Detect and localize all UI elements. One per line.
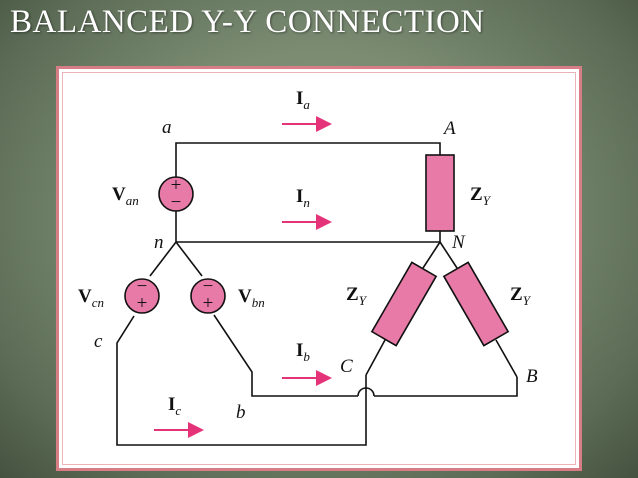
diagram-frame (56, 66, 582, 471)
source-label-vcn: Vcn (78, 286, 104, 310)
van-minus-sign: − (171, 192, 182, 213)
source-vcn: − + (124, 276, 160, 314)
impedance-phase-c (370, 261, 438, 347)
node-label-C: C (340, 356, 353, 377)
wire-line-b (213, 314, 358, 397)
current-label-ic: Ic (168, 394, 181, 418)
diagram-frame-inner (62, 72, 576, 465)
wire-zc-to-c (365, 339, 386, 376)
node-label-c: c (94, 331, 103, 352)
van-plus-sign: + (171, 175, 182, 196)
wire-n-to-zc (422, 241, 441, 269)
impedance-label-b: ZY (510, 284, 532, 308)
wire-zb-to-b (495, 339, 518, 378)
current-label-ib: Ib (296, 340, 310, 364)
node-label-a: a (162, 117, 172, 138)
node-label-b: b (236, 402, 246, 423)
source-vbn: − + (190, 276, 226, 314)
source-van: + − (158, 175, 194, 213)
current-arrows (154, 116, 332, 438)
impedance-phase-a (425, 154, 455, 232)
node-label-A: A (442, 118, 456, 139)
current-label-ia: Ia (296, 88, 310, 112)
vcn-plus-sign: + (137, 293, 148, 314)
vbn-plus-sign: + (203, 293, 214, 314)
impedance-label-c: ZY (346, 284, 368, 308)
source-label-van: Van (112, 184, 139, 208)
wires (116, 142, 518, 446)
wire-line-b-end (374, 377, 518, 397)
source-label-vbn: Vbn (238, 286, 265, 310)
vcn-minus-sign: − (137, 276, 148, 297)
wire-n-to-vcn (149, 241, 177, 277)
node-label-B: B (526, 366, 538, 387)
wire-n-to-vbn (175, 241, 203, 277)
wire-line-a (175, 142, 441, 177)
impedance-label-a: ZY (470, 184, 492, 208)
wire-line-c (116, 315, 367, 446)
wire-n-to-zb (439, 241, 458, 269)
slide-title: BALANCED Y-Y CONNECTION (10, 4, 485, 40)
vbn-minus-sign: − (203, 276, 214, 297)
node-label-N: N (451, 232, 466, 253)
current-label-in: In (296, 186, 310, 210)
node-label-n: n (154, 232, 164, 253)
impedance-phase-b (442, 261, 510, 347)
